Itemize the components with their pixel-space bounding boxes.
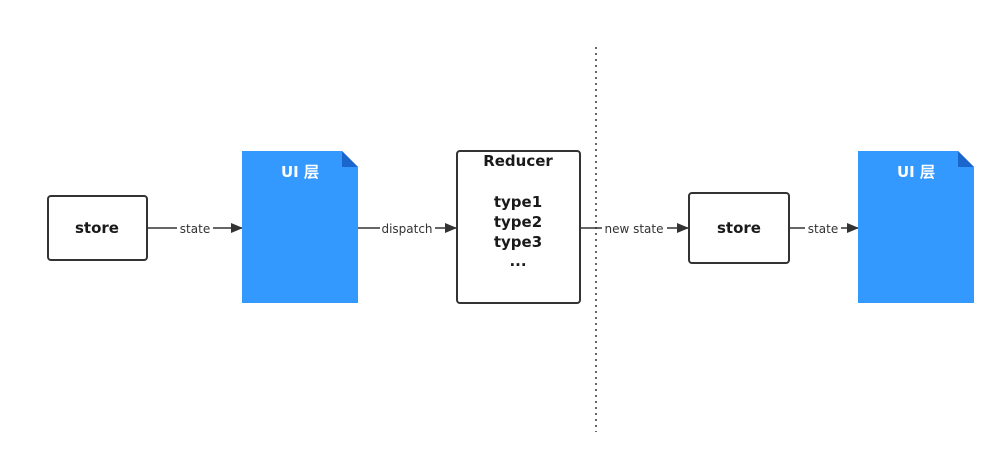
- edge-store-to-ui-left: state: [148, 220, 243, 236]
- reducer-title: Reducer: [483, 152, 553, 170]
- store-node-right: store: [688, 192, 790, 264]
- ui-layer-document-right: UI 层: [858, 151, 974, 303]
- ui-layer-document-left: UI 层: [242, 151, 358, 303]
- reducer-type-line: type3: [494, 233, 542, 251]
- ui-layer-right-label: UI 层: [897, 163, 935, 181]
- edge-ui-to-reducer: dispatch: [358, 220, 457, 236]
- edge-ui-to-reducer-label: dispatch: [381, 222, 432, 236]
- edge-reducer-to-store-label: new state: [604, 222, 663, 236]
- reducer-type-line: type2: [494, 213, 542, 231]
- store-node-left-label: store: [75, 219, 119, 237]
- edge-reducer-to-store: new state: [580, 220, 689, 236]
- document-fold-corner-right: [958, 151, 974, 167]
- document-fold-corner-left: [342, 151, 358, 167]
- reducer-node: Reducer type1 type2 type3 ...: [456, 150, 581, 304]
- edge-store-to-ui-left-label: state: [180, 222, 210, 236]
- reducer-type-line: type1: [494, 193, 542, 211]
- reducer-ellipsis-line: ...: [509, 252, 526, 270]
- store-node-right-label: store: [717, 219, 761, 237]
- edge-store-to-ui-right: state: [789, 220, 859, 236]
- ui-layer-left-label: UI 层: [281, 163, 319, 181]
- edge-store-to-ui-right-label: state: [808, 222, 838, 236]
- store-node-left: store: [47, 195, 148, 261]
